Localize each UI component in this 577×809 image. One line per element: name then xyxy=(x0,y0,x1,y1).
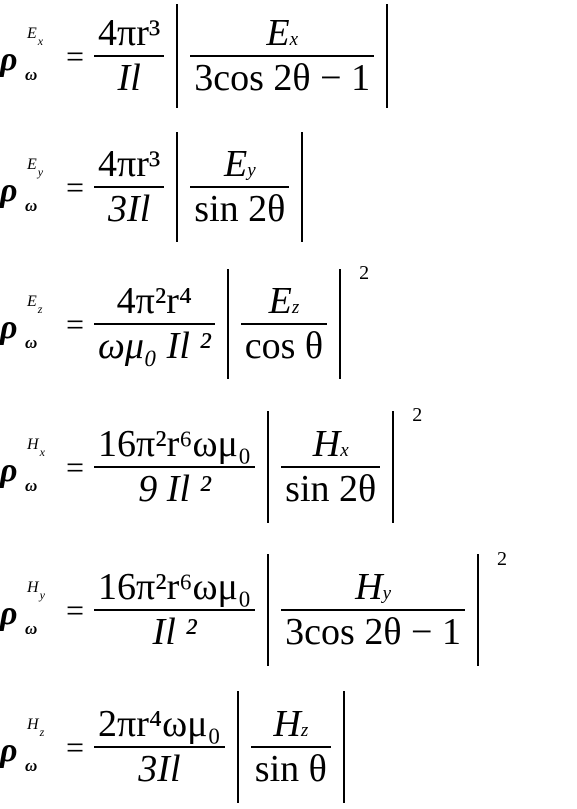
fraction-bar xyxy=(94,55,165,57)
outer-denominator: Il ² xyxy=(152,610,197,653)
fraction-bar xyxy=(281,466,381,468)
abs-bar-left xyxy=(176,132,179,242)
equals-sign: = xyxy=(66,305,85,342)
equals-sign: = xyxy=(66,37,85,74)
fraction-bar xyxy=(281,609,465,611)
inner-numerator: Ez xyxy=(268,279,300,322)
equals-sign: = xyxy=(66,728,85,765)
abs-bar-right xyxy=(476,554,479,666)
abs-bar-right xyxy=(339,269,342,379)
abs-bar-right xyxy=(392,411,395,523)
inner-fraction: Ey sin 2θ xyxy=(190,142,290,232)
outer-fraction: 16π²r⁶ωμ₀ 9 Il ² xyxy=(94,422,256,512)
power-exponent: 2 xyxy=(359,262,370,284)
fraction-bar xyxy=(190,55,375,57)
inner-fraction: Ex 3cos 2θ − 1 xyxy=(190,11,375,101)
fraction-bar xyxy=(94,323,215,325)
fraction-bar xyxy=(250,746,331,748)
abs-bar-left xyxy=(176,4,179,108)
abs-bar-right xyxy=(301,132,304,242)
abs-bar-right xyxy=(386,4,389,108)
outer-denominator: Il xyxy=(117,56,141,99)
outer-numerator: 4πr³ xyxy=(98,142,161,185)
outer-numerator: 4π²r⁴ xyxy=(116,279,193,322)
outer-denominator: 3Il xyxy=(138,747,181,790)
outer-denominator: 3Il xyxy=(108,187,151,230)
equals-sign: = xyxy=(66,448,85,485)
outer-numerator: 16π²r⁶ωμ₀ xyxy=(98,565,252,608)
inner-numerator: Ex xyxy=(266,11,298,54)
outer-numerator: 4πr³ xyxy=(98,11,161,54)
inner-denominator: 3cos 2θ − 1 xyxy=(285,610,461,653)
fraction-bar xyxy=(94,466,256,468)
equals-sign: = xyxy=(66,168,85,205)
outer-fraction: 16π²r⁶ωμ₀ Il ² xyxy=(94,565,256,655)
outer-fraction: 4πr³ Il xyxy=(94,11,165,101)
outer-fraction: 2πr⁴ωμ₀ 3Il xyxy=(94,703,225,792)
fraction-bar xyxy=(94,746,225,748)
outer-fraction: 4π²r⁴ ωμ₀ Il ² xyxy=(94,280,215,369)
inner-denominator: cos θ xyxy=(244,324,324,367)
inner-numerator: Hz xyxy=(273,702,309,745)
outer-denominator: ωμ₀ Il ² xyxy=(98,324,211,367)
outer-numerator: 16π²r⁶ωμ₀ xyxy=(98,422,252,465)
inner-fraction: Ez cos θ xyxy=(240,279,328,369)
inner-fraction: Hz sin θ xyxy=(250,702,331,792)
outer-numerator: 2πr⁴ωμ₀ xyxy=(98,702,221,745)
inner-denominator: sin 2θ xyxy=(194,187,286,230)
inner-numerator: Hy xyxy=(355,565,392,608)
inner-denominator: sin θ xyxy=(254,747,327,790)
abs-bar-right xyxy=(342,691,345,803)
outer-denominator: 9 Il ² xyxy=(138,467,211,510)
inner-fraction: Hx sin 2θ xyxy=(281,422,381,512)
equals-sign: = xyxy=(66,591,85,628)
abs-bar-left xyxy=(236,691,239,803)
outer-fraction: 4πr³ 3Il xyxy=(94,142,165,232)
fraction-bar xyxy=(190,186,290,188)
power-exponent: 2 xyxy=(496,548,507,570)
fraction-bar xyxy=(94,609,256,611)
inner-denominator: sin 2θ xyxy=(285,467,377,510)
inner-numerator: Hx xyxy=(312,422,349,465)
inner-numerator: Ey xyxy=(223,142,256,185)
abs-bar-left xyxy=(267,554,270,666)
abs-bar-left xyxy=(226,269,229,379)
inner-denominator: 3cos 2θ − 1 xyxy=(194,56,371,99)
inner-fraction: Hy 3cos 2θ − 1 xyxy=(281,566,465,655)
fraction-bar xyxy=(240,323,328,325)
power-exponent: 2 xyxy=(412,404,423,426)
fraction-bar xyxy=(94,186,165,188)
abs-bar-left xyxy=(267,411,270,523)
